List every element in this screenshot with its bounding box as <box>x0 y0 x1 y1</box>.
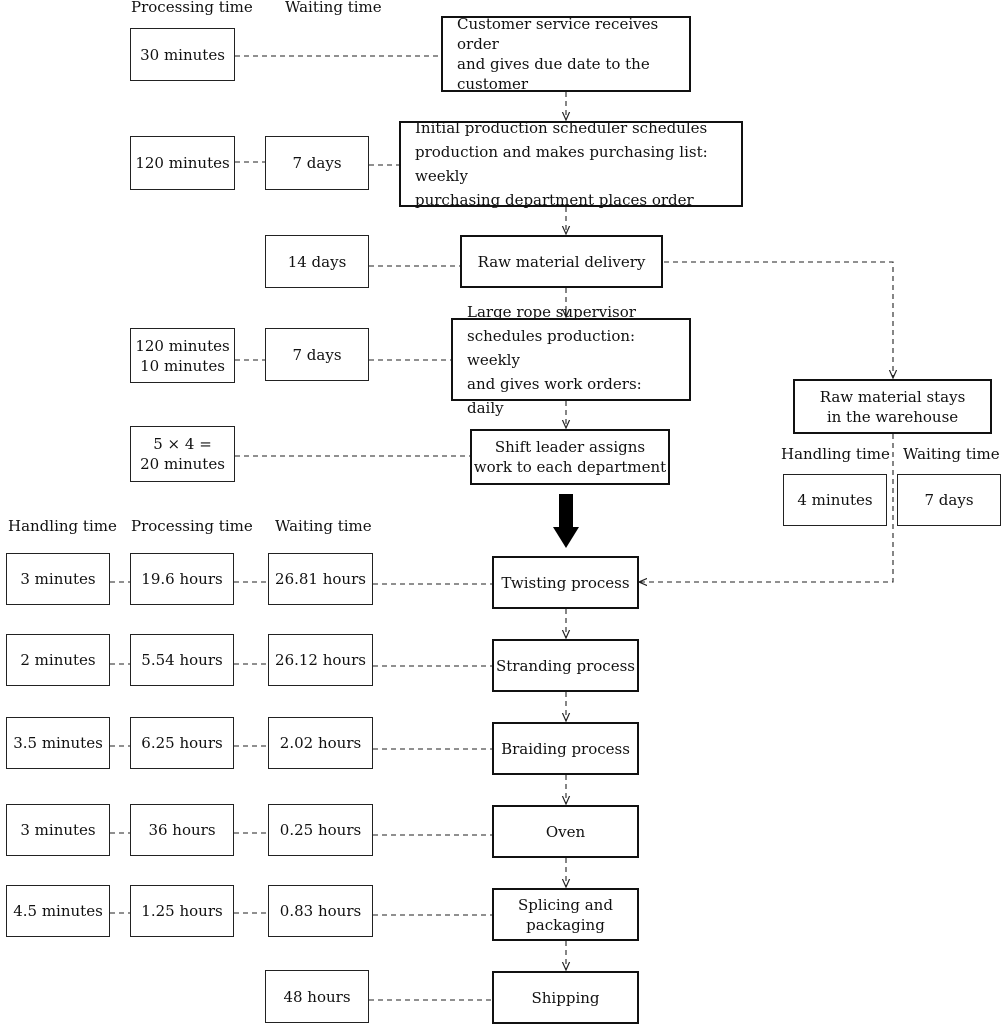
twisting-process-box: Twisting process <box>492 556 639 609</box>
processing-value: 1.25 hours <box>141 902 223 920</box>
initial-scheduler-box: Initial production scheduler schedules p… <box>399 119 743 209</box>
supervisor-processing-time-box: 120 minutes 10 minutes <box>130 328 235 383</box>
waiting-value: 2.02 hours <box>279 734 362 752</box>
oven-waiting-time-box: 0.25 hours <box>268 804 373 856</box>
raw-material-delivery-label: Raw material delivery <box>477 252 646 271</box>
stranding-processing-time-box: 5.54 hours <box>130 634 234 686</box>
shift-processing-value: 5 × 4 = 20 minutes <box>140 435 225 473</box>
oven-box: Oven <box>492 805 639 858</box>
twisting-processing-time-box: 19.6 hours <box>130 553 234 605</box>
shipping-waiting-time-box: 48 hours <box>265 970 369 1023</box>
scheduler-waiting-time-box: 7 days <box>265 136 369 190</box>
warehouse-waiting-value: 7 days <box>924 491 974 509</box>
delivery-waiting-time-box: 14 days <box>265 235 369 288</box>
twisting-process-label: Twisting process <box>501 573 630 592</box>
large-rope-supervisor-box: Large rope supervisor schedules producti… <box>451 303 691 417</box>
braiding-handling-time-box: 3.5 minutes <box>6 717 110 769</box>
handling-value: 3 minutes <box>20 570 96 588</box>
stranding-handling-time-box: 2 minutes <box>6 634 110 686</box>
splicing-packaging-box: Splicing and packaging <box>492 888 639 941</box>
waiting-value: 26.12 hours <box>275 651 366 669</box>
warehouse-waiting-time-box: 7 days <box>897 474 1001 526</box>
oven-handling-time-box: 3 minutes <box>6 804 110 856</box>
splicing-packaging-label: Splicing and packaging <box>518 895 613 934</box>
header-warehouse-handling-time: Handling time <box>781 445 890 463</box>
header-processing-time: Processing time <box>131 517 253 535</box>
twisting-handling-time-box: 3 minutes <box>6 553 110 605</box>
shift-leader-label: Shift leader assigns work to each depart… <box>473 438 667 476</box>
splicing-handling-time-box: 4.5 minutes <box>6 885 110 937</box>
warehouse-box: Raw material stays in the warehouse <box>793 379 992 434</box>
customer-service-label: Customer service receives order and give… <box>457 15 659 93</box>
splicing-waiting-time-box: 0.83 hours <box>268 885 373 937</box>
push-arrow-icon <box>553 494 579 548</box>
header-waiting-time: Waiting time <box>285 0 382 16</box>
supervisor-waiting-value: 7 days <box>292 345 342 364</box>
scheduler-processing-value: 120 minutes <box>135 154 230 172</box>
supervisor-processing-value: 120 minutes 10 minutes <box>135 336 230 375</box>
shipping-box: Shipping <box>492 971 639 1024</box>
shipping-waiting-value: 48 hours <box>283 987 351 1006</box>
stranding-process-box: Stranding process <box>492 639 639 692</box>
waiting-value: 0.25 hours <box>279 821 362 839</box>
header-processing-time: Processing time <box>131 0 253 16</box>
header-waiting-time: Waiting time <box>275 517 372 535</box>
processing-value: 19.6 hours <box>141 570 223 588</box>
oven-label: Oven <box>545 822 586 841</box>
processing-value: 5.54 hours <box>141 651 223 669</box>
warehouse-handling-time-box: 4 minutes <box>783 474 887 526</box>
handling-value: 3 minutes <box>20 821 96 839</box>
twisting-waiting-time-box: 26.81 hours <box>268 553 373 605</box>
warehouse-handling-value: 4 minutes <box>797 491 873 509</box>
handling-value: 4.5 minutes <box>13 902 103 920</box>
customer-processing-value: 30 minutes <box>140 45 225 64</box>
header-handling-time: Handling time <box>8 517 117 535</box>
shift-leader-box: Shift leader assigns work to each depart… <box>470 429 670 485</box>
warehouse-label: Raw material stays in the warehouse <box>819 387 966 426</box>
delivery-waiting-value: 14 days <box>287 252 347 271</box>
customer-processing-time-box: 30 minutes <box>130 28 235 81</box>
supervisor-waiting-time-box: 7 days <box>265 328 369 381</box>
header-warehouse-waiting-time: Waiting time <box>903 445 1000 463</box>
waiting-value: 26.81 hours <box>275 570 366 588</box>
braiding-process-box: Braiding process <box>492 722 639 775</box>
shift-processing-time-box: 5 × 4 = 20 minutes <box>130 426 235 482</box>
shipping-label: Shipping <box>531 988 600 1007</box>
stranding-process-label: Stranding process <box>496 656 635 675</box>
braiding-process-label: Braiding process <box>501 739 630 758</box>
processing-value: 36 hours <box>148 821 216 839</box>
processing-value: 6.25 hours <box>141 734 223 752</box>
waiting-value: 0.83 hours <box>279 902 362 920</box>
stranding-waiting-time-box: 26.12 hours <box>268 634 373 686</box>
initial-scheduler-label: Initial production scheduler schedules p… <box>415 119 708 209</box>
customer-service-box: Customer service receives order and give… <box>441 15 691 93</box>
scheduler-waiting-value: 7 days <box>292 154 342 172</box>
scheduler-processing-time-box: 120 minutes <box>130 136 235 190</box>
braiding-waiting-time-box: 2.02 hours <box>268 717 373 769</box>
large-rope-supervisor-label: Large rope supervisor schedules producti… <box>467 302 642 417</box>
raw-material-delivery-box: Raw material delivery <box>460 235 663 288</box>
oven-processing-time-box: 36 hours <box>130 804 234 856</box>
splicing-processing-time-box: 1.25 hours <box>130 885 234 937</box>
braiding-processing-time-box: 6.25 hours <box>130 717 234 769</box>
handling-value: 3.5 minutes <box>13 734 103 752</box>
handling-value: 2 minutes <box>20 651 96 669</box>
